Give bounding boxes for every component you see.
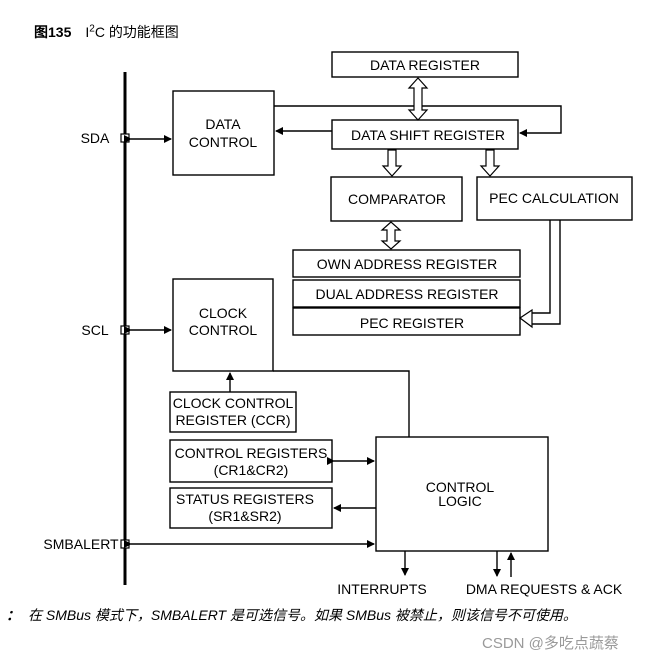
pec-calculation-to-register-line-1 (530, 220, 551, 314)
comparator-box (330, 176, 463, 222)
ccr-label-1: CLOCK CONTROL (173, 395, 294, 411)
control-registers-label-2: (CR1&CR2) (214, 462, 289, 478)
dma-label: DMA REQUESTS & ACK (466, 581, 623, 597)
smbalert-pin (120, 539, 130, 549)
data-shift-register-label: DATA SHIFT REGISTER (351, 127, 505, 143)
pec-calculation-label: PEC CALCULATION (489, 190, 619, 206)
clock-control-label-1: CLOCK (199, 305, 248, 321)
sda-label: SDA (81, 130, 110, 146)
sda-pin (120, 133, 130, 143)
dual-address-register-label: DUAL ADDRESS REGISTER (315, 286, 498, 302)
data-register-label: DATA REGISTER (370, 57, 480, 73)
own-address-register-box (292, 249, 521, 278)
control-registers-label-1: CONTROL REGISTERS (175, 445, 328, 461)
data-control-label-1: DATA (205, 116, 241, 132)
pec-register-arrow-head (518, 308, 533, 329)
pec-calculation-box (476, 176, 633, 221)
caption-title-prefix: I (85, 24, 90, 40)
pec-calculation-to-register-line-2 (530, 220, 561, 325)
clock-control-label-2: CONTROL (189, 322, 258, 338)
status-registers-label-1: STATUS REGISTERS (176, 491, 314, 507)
shift-to-pec-calculation-arrow (479, 149, 501, 177)
dual-address-register-box (292, 279, 521, 308)
caption-title-rest: C 的功能框图 (94, 24, 179, 40)
caption-title-sup: 2 (89, 23, 95, 35)
clock-control-box (172, 278, 274, 372)
data-control-label-2: CONTROL (189, 134, 258, 150)
smbalert-label: SMBALERT (43, 536, 119, 552)
scl-label: SCL (81, 322, 108, 338)
comparator-own-address-double-arrow (380, 221, 402, 250)
own-address-register-label: OWN ADDRESS REGISTER (317, 256, 497, 272)
footnote-text: 在 SMBus 模式下，SMBALERT 是可选信号。如果 SMBus 被禁止，… (28, 607, 577, 623)
data-register-box (331, 51, 519, 78)
shift-to-comparator-arrow (381, 149, 403, 177)
data-control-box (172, 90, 275, 176)
control-logic-to-clock-control-line (273, 370, 410, 437)
figure-label: 图135 (34, 24, 72, 40)
watermark: CSDN @多吃点蔬蔡 (482, 635, 619, 652)
ccr-box (169, 391, 297, 433)
status-registers-box (169, 487, 333, 529)
data-shift-register-box (331, 119, 519, 150)
figure-caption: 图135 I2C 的功能框图 (34, 22, 179, 42)
status-registers-label-2: (SR1&SR2) (208, 508, 281, 524)
pec-register-box (292, 307, 521, 336)
control-logic-box (375, 436, 549, 552)
control-logic-label-1: CONTROL (426, 479, 495, 495)
control-logic-label-2: LOGIC (438, 493, 482, 509)
pec-register-label: PEC REGISTER (360, 315, 464, 331)
scl-pin (120, 325, 130, 335)
footnote-mark: ： (6, 607, 20, 623)
interrupts-label: INTERRUPTS (337, 581, 426, 597)
ccr-label-2: REGISTER (CCR) (175, 412, 290, 428)
comparator-label: COMPARATOR (348, 191, 446, 207)
data-register-shift-double-arrow (407, 77, 429, 121)
